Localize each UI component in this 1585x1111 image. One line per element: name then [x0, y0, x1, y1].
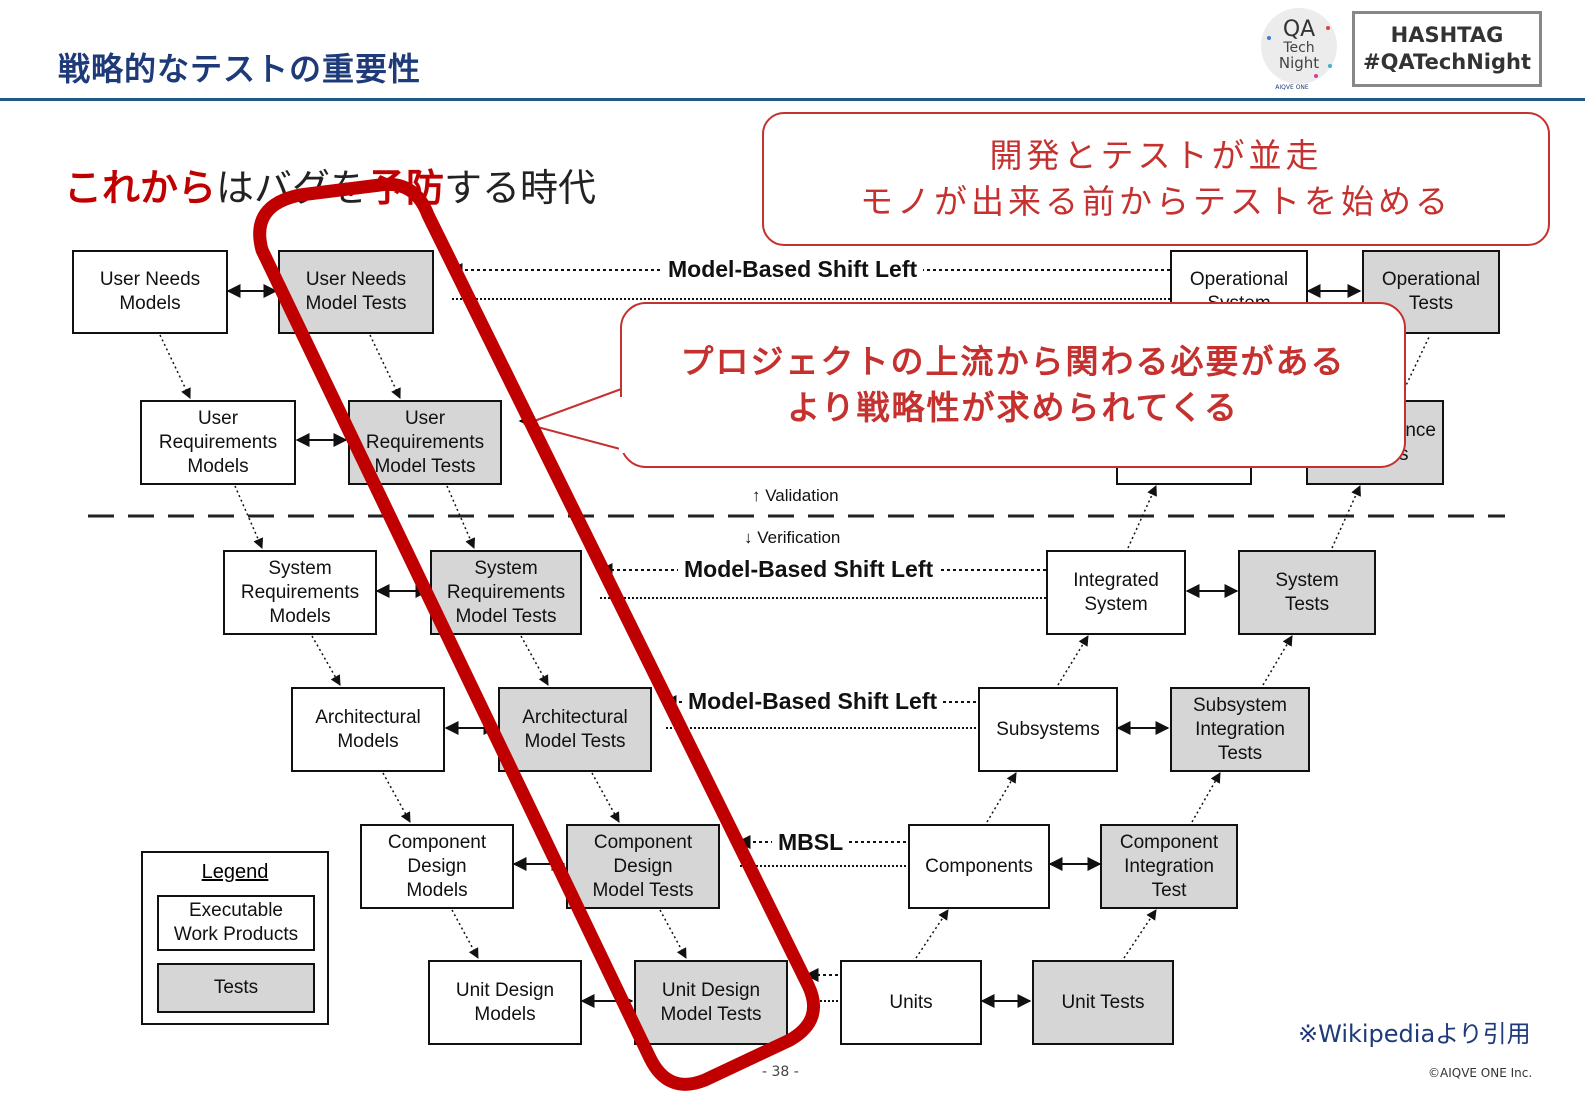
box-operational-tests: Operational Tests — [1362, 250, 1500, 334]
box-component-design-model-tests: Component Design Model Tests — [566, 824, 720, 909]
label-model-based-shift-left-2: Model-Based Shift Left — [678, 556, 940, 583]
box-components: Components — [908, 824, 1050, 909]
hashtag-box: HASHTAG #QATechNight — [1352, 11, 1542, 87]
box-system-requirements-models: System Requirements Models — [223, 550, 377, 635]
box-subsystems: Subsystems — [978, 687, 1118, 772]
legend-executable-work-products: Executable Work Products — [157, 895, 315, 951]
box-system-tests: System Tests — [1238, 550, 1376, 635]
logo-brand: AIQVE ONE — [1275, 84, 1309, 91]
box-user-requirements-models: User Requirements Models — [140, 400, 296, 485]
callout-parallel-testing: 開発とテストが並走 モノが出来る前からテストを始める — [762, 112, 1550, 246]
page-number: - 38 - — [762, 1064, 799, 1080]
citation-note: ※Wikipediaより引用 — [1298, 1020, 1531, 1048]
box-integrated-system: Integrated System — [1046, 550, 1186, 635]
box-user-requirements-model-tests: User Requirements Model Tests — [348, 400, 502, 485]
callout-top-line-1: 開発とテストが並走 — [989, 136, 1323, 175]
callout-top-line-2: モノが出来る前からテストを始める — [860, 182, 1452, 221]
box-architectural-model-tests: Architectural Model Tests — [498, 687, 652, 772]
label-validation: ↑ Validation — [752, 486, 839, 506]
qa-tech-night-logo: QA Tech Night AIQVE ONE — [1261, 8, 1337, 91]
box-user-needs-models: User Needs Models — [72, 250, 228, 334]
header-divider — [0, 98, 1585, 101]
page-title: 戦略的なテストの重要性 — [58, 50, 422, 88]
box-units: Units — [840, 960, 982, 1045]
box-unit-design-model-tests: Unit Design Model Tests — [634, 960, 788, 1045]
callout-upstream-involvement: プロジェクトの上流から関わる必要がある より戦略性が求められてくる — [620, 302, 1406, 468]
box-subsystem-integration-tests: Subsystem Integration Tests — [1170, 687, 1310, 772]
box-unit-tests: Unit Tests — [1032, 960, 1174, 1045]
callout-mid-line-2: より戦略性が求められてくる — [787, 388, 1239, 427]
box-unit-design-models: Unit Design Models — [428, 960, 582, 1045]
logo-text-tech: Tech — [1282, 40, 1314, 56]
box-component-design-models: Component Design Models — [360, 824, 514, 909]
box-component-integration-test: Component Integration Test — [1100, 824, 1238, 909]
subtitle-emphasis-1: これから — [64, 166, 217, 210]
label-verification: ↓ Verification — [744, 528, 841, 548]
legend-tests: Tests — [157, 963, 315, 1013]
copyright: ©AIQVE ONE Inc. — [1428, 1066, 1533, 1080]
logo-text-night: Night — [1279, 54, 1319, 72]
hashtag-label: HASHTAG — [1390, 23, 1504, 47]
label-model-based-shift-left-1: Model-Based Shift Left — [662, 256, 924, 283]
box-user-needs-model-tests: User Needs Model Tests — [278, 250, 434, 334]
callout-pointer-mask — [619, 397, 627, 453]
label-mbsl: MBSL — [772, 829, 850, 856]
callout-mid-line-1: プロジェクトの上流から関わる必要がある — [680, 342, 1346, 381]
hashtag-value: #QATechNight — [1362, 50, 1532, 74]
diagram-legend: Legend Executable Work Products Tests — [141, 851, 329, 1025]
logo-text-qa: QA — [1283, 17, 1315, 42]
legend-title: Legend — [201, 861, 269, 883]
box-architectural-models: Architectural Models — [291, 687, 445, 772]
box-system-requirements-model-tests: System Requirements Model Tests — [430, 550, 582, 635]
label-model-based-shift-left-3: Model-Based Shift Left — [682, 688, 944, 715]
